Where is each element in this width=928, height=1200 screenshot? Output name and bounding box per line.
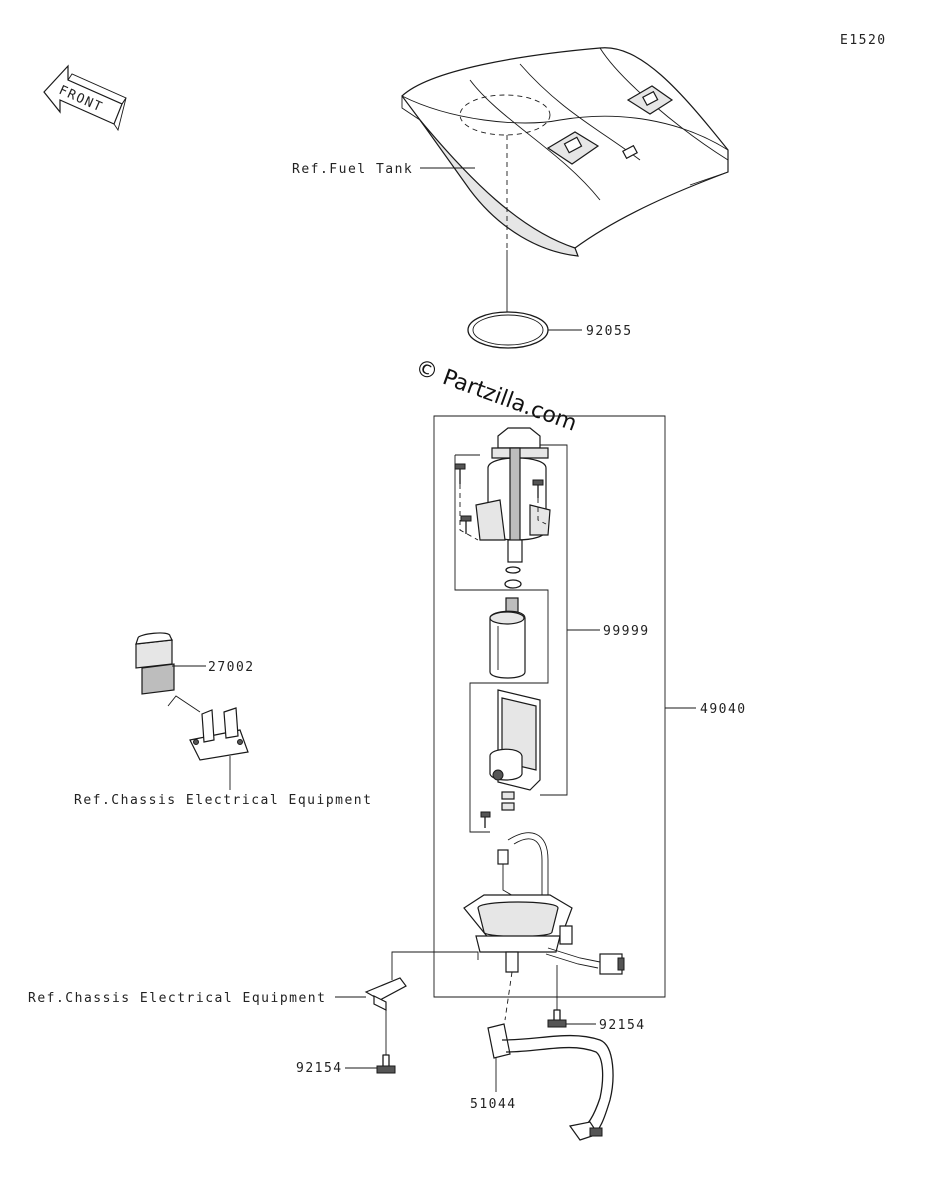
diagram-code: E1520 xyxy=(840,33,887,48)
gasket-ring xyxy=(467,311,549,349)
relay-bracket xyxy=(167,695,249,761)
label-bolt-right: 92154 xyxy=(599,1018,646,1033)
strainer-bracket xyxy=(489,689,541,811)
fuel-hose xyxy=(487,1023,614,1141)
screw-icon xyxy=(454,463,466,484)
label-hose: 51044 xyxy=(470,1097,517,1112)
label-bolt-left: 92154 xyxy=(296,1061,343,1076)
label-chassis-electrical-2: Ref.Chassis Electrical Equipment xyxy=(28,991,326,1006)
screw-icon xyxy=(460,515,472,534)
relay xyxy=(135,632,175,695)
screw-icon xyxy=(480,811,491,828)
label-pump-assembly: 49040 xyxy=(700,702,747,717)
label-pump-subassembly: 99999 xyxy=(603,624,650,639)
label-gasket: 92055 xyxy=(586,324,633,339)
bolt-icon xyxy=(376,1054,396,1074)
pump-flange xyxy=(463,832,625,975)
screw-icon xyxy=(532,479,544,498)
label-fuel-tank: Ref.Fuel Tank xyxy=(292,162,413,177)
watermark: © Partzilla.com xyxy=(412,355,580,437)
fuel-tank xyxy=(401,47,729,257)
fuel-filter xyxy=(475,427,551,563)
label-relay: 27002 xyxy=(208,660,255,675)
o-ring xyxy=(505,566,521,574)
o-ring xyxy=(504,579,522,589)
label-chassis-electrical-1: Ref.Chassis Electrical Equipment xyxy=(74,793,372,808)
bolt-icon xyxy=(547,1009,567,1028)
fuel-pump xyxy=(489,597,526,679)
clip-bracket xyxy=(364,977,407,1011)
front-arrow-icon: FRONT xyxy=(43,64,127,132)
